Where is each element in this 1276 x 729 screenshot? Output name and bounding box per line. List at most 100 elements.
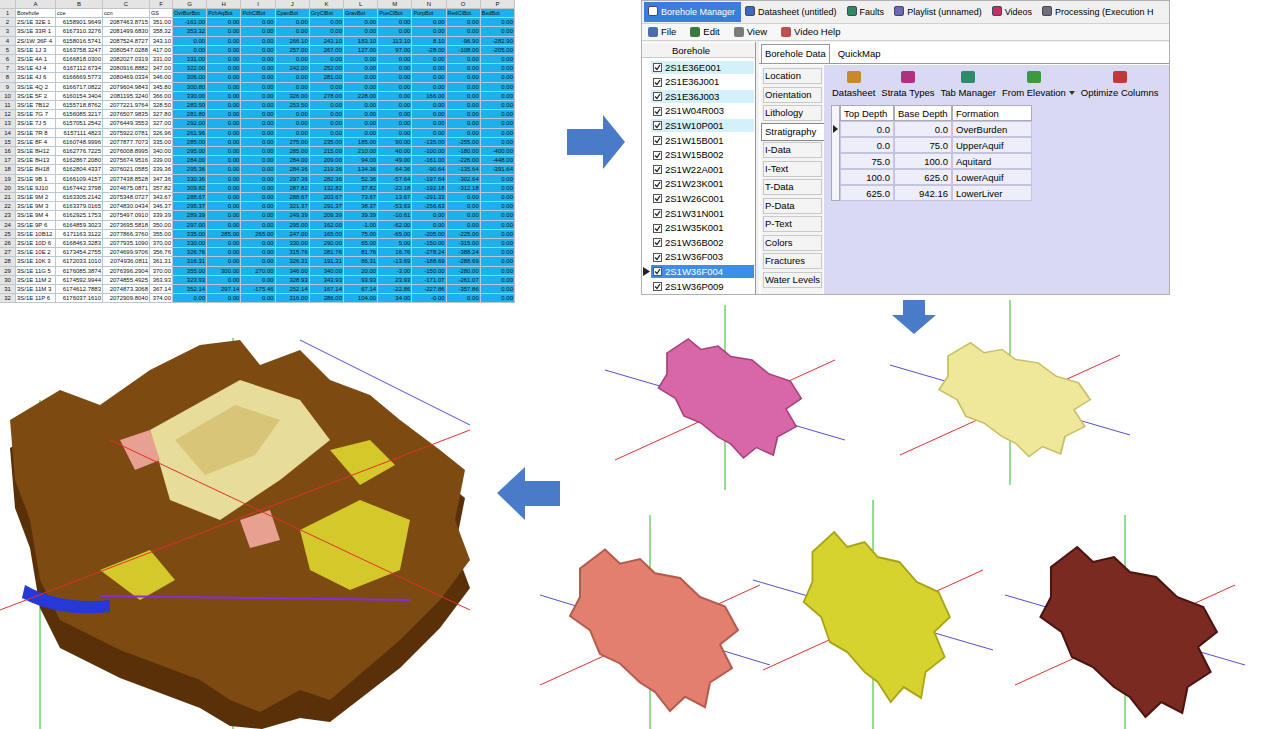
checkbox-box (654, 239, 662, 247)
table-cell: 0.00 (207, 257, 241, 266)
row-number: 1 (0, 9, 16, 18)
tab-icon (648, 6, 658, 16)
table-cell: 2077221.9764 (103, 101, 150, 110)
table-cell: 3S/1E 4Q 2 (16, 83, 56, 92)
table-cell: 347.36 (150, 175, 173, 184)
column-header: RedClBot (447, 9, 481, 18)
table-cell: 0.00 (481, 129, 515, 138)
table-cell: 0.00 (310, 55, 344, 64)
table-cell: 0.00 (481, 55, 515, 64)
table-cell: 167.14 (310, 285, 344, 294)
checkbox-box (654, 224, 662, 232)
check-mark (655, 226, 660, 231)
table-cell: 0.00 (481, 83, 515, 92)
check-mark (655, 123, 660, 128)
table-cell: -226.00 (447, 156, 481, 165)
table-cell: 0.00 (481, 248, 515, 257)
table-cell: 86.31 (344, 257, 378, 266)
table-cell: 0.00 (481, 230, 515, 239)
table-cell: 2074699.9706 (103, 248, 150, 257)
table-cell: 113.10 (378, 37, 412, 46)
table-cell: 6158016.5741 (56, 37, 103, 46)
tab-icon (847, 6, 857, 16)
table-cell: 228.00 (344, 92, 378, 101)
table-cell: -188.69 (412, 257, 446, 266)
table-cell: 0.00 (207, 202, 241, 211)
table-cell: 0.00 (276, 73, 310, 82)
table-cell: 292.00 (173, 119, 207, 128)
table-cell: 247.00 (276, 230, 310, 239)
table-cell: 0.00 (241, 27, 275, 36)
checkbox-box (654, 122, 662, 130)
table-cell: -0.00 (412, 294, 446, 303)
side-tab: Orientation (765, 89, 811, 101)
table-cell: 253.50 (276, 101, 310, 110)
table-cell: 316.00 (276, 294, 310, 303)
table-cell: 625.0 (894, 169, 952, 185)
table-cell: UpperAquif (952, 137, 1032, 153)
spreadsheet: ABCFGHIJKLMNOP1BoreholecceccnGSOvrBurBot… (0, 0, 515, 304)
solid-model (0, 338, 470, 729)
row-number: 2 (0, 18, 16, 27)
table-cell: 285.00 (207, 230, 241, 239)
table-cell: 3S/1E 10E 2 (16, 248, 56, 257)
table-cell: 37.82 (344, 184, 378, 193)
basement-surface (1041, 547, 1217, 717)
table-cell: 0.00 (207, 92, 241, 101)
checkbox (653, 151, 662, 160)
table-cell: 0.00 (310, 83, 344, 92)
table-cell: 2080916.8882 (103, 64, 150, 73)
table-cell: -225.00 (447, 230, 481, 239)
table-cell: 0.00 (378, 27, 412, 36)
column-letter: F (150, 0, 173, 9)
table-cell: 0.00 (481, 267, 515, 276)
table-cell: 288.67 (173, 193, 207, 202)
table-cell: 267.00 (310, 46, 344, 55)
row-number: 3 (0, 27, 16, 36)
menu-icon (648, 27, 658, 37)
borehole-id: 2S1W36B002 (665, 237, 724, 249)
table-cell: 0.00 (447, 202, 481, 211)
checkbox (653, 267, 662, 276)
table-cell: 2S/1W 36F 4 (16, 37, 56, 46)
table-cell: 367.14 (150, 285, 173, 294)
table-cell: -291.33 (412, 193, 446, 202)
checkbox (653, 282, 662, 291)
table-cell: 281.76 (310, 248, 344, 257)
table-cell: 0.00 (378, 129, 412, 138)
column-letter: J (276, 0, 310, 9)
table-cell: 52.36 (344, 175, 378, 184)
table-cell: 2077438.8528 (103, 175, 150, 184)
column-letter: H (207, 0, 241, 9)
table-cell: 0.00 (447, 221, 481, 230)
column-letter: P (481, 0, 515, 9)
table-cell: 2087524.8727 (103, 37, 150, 46)
table-cell: 242.00 (276, 64, 310, 73)
check-mark (655, 65, 660, 70)
table-cell: 0.00 (378, 110, 412, 119)
checkbox (653, 238, 662, 247)
table-cell: 0.00 (241, 129, 275, 138)
table-cell: 330.36 (173, 175, 207, 184)
table-cell: 6173454.2755 (56, 248, 103, 257)
table-cell: 0.00 (310, 129, 344, 138)
table-cell: 6166669.5773 (56, 73, 103, 82)
row-number: 8 (0, 73, 16, 82)
flow-arrow (892, 300, 936, 334)
borehole-id: 2S1W35K001 (665, 222, 724, 234)
check-mark (655, 255, 660, 260)
column-header: OvrBurBot (173, 9, 207, 18)
toolbar-button: Tab Manager (940, 87, 995, 99)
table-cell: LowerLiver (952, 185, 1032, 201)
table-cell: 6167442.3798 (56, 184, 103, 193)
table-cell: 0.00 (207, 193, 241, 202)
borehole-id: 2S1W22A001 (665, 164, 724, 176)
table-cell: 6171163.3122 (56, 230, 103, 239)
row-number: 16 (0, 147, 16, 156)
row-number: 10 (0, 92, 16, 101)
table-cell: 6167310.3276 (56, 27, 103, 36)
table-cell: 2079604.9843 (103, 83, 150, 92)
table-cell: 309.82 (173, 184, 207, 193)
table-cell: -282.90 (481, 37, 515, 46)
table-cell: 64.36 (378, 165, 412, 174)
